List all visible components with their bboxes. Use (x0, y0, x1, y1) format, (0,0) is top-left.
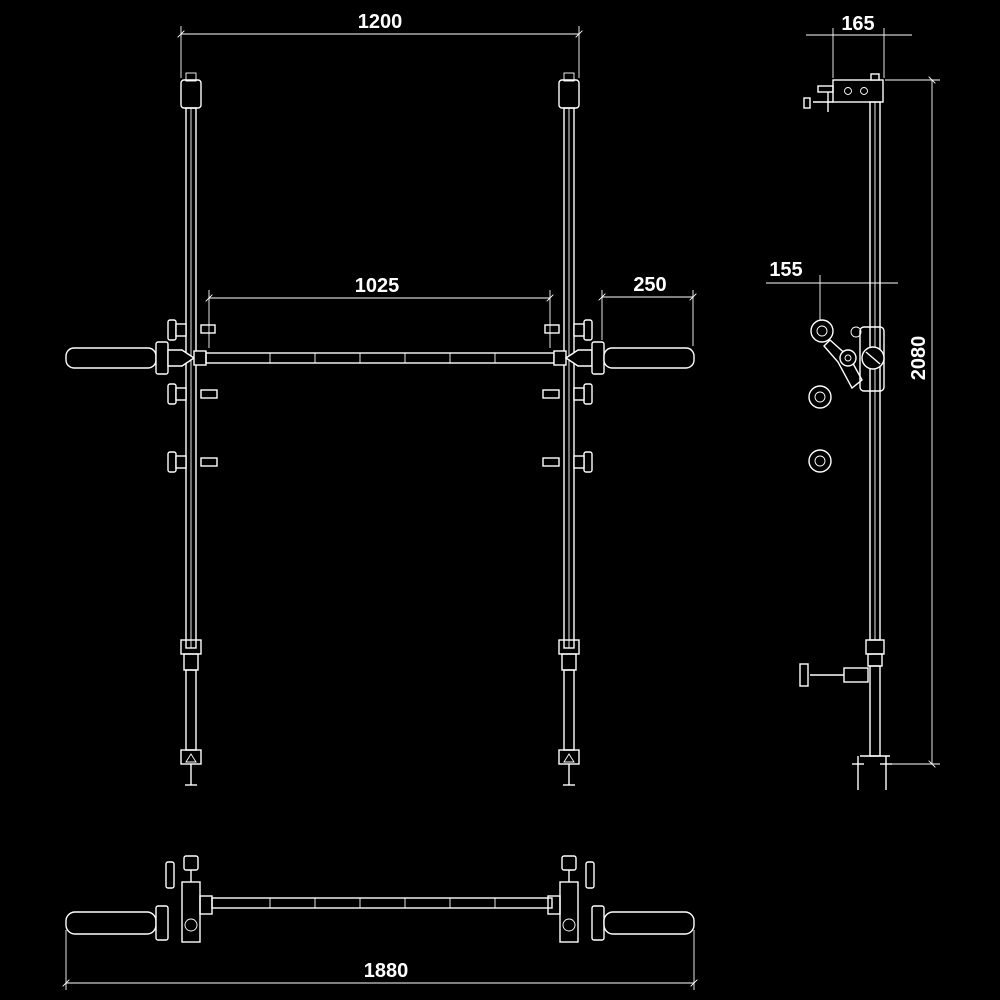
dim-label-250: 250 (633, 274, 666, 296)
side-view: 165 155 2080 (766, 13, 940, 790)
dimension-front-width: 1200 (181, 11, 579, 78)
dimension-bar-sleeve: 250 (602, 274, 693, 346)
dimension-side-height: 2080 (885, 80, 940, 764)
dim-label-1200: 1200 (358, 11, 403, 33)
top-view: 1880 (66, 855, 694, 990)
dimension-side-hook: 155 (766, 259, 898, 325)
j-hooks-left (167, 319, 218, 473)
dim-label-165: 165 (841, 13, 874, 35)
j-hooks-right (542, 319, 593, 473)
dim-label-1025: 1025 (355, 275, 400, 297)
dimension-bar-inner: 1025 (209, 275, 550, 348)
barbell-front (65, 341, 695, 375)
left-upright (180, 72, 202, 786)
front-view: 1200 1025 250 (65, 11, 695, 786)
side-hook-assembly (808, 319, 885, 473)
dim-label-155: 155 (769, 259, 802, 281)
dim-label-2080: 2080 (908, 336, 930, 381)
right-upright (558, 72, 580, 786)
dim-label-1880: 1880 (364, 960, 409, 982)
dimension-side-depth: 165 (806, 13, 912, 78)
dimension-top-length: 1880 (66, 930, 694, 990)
